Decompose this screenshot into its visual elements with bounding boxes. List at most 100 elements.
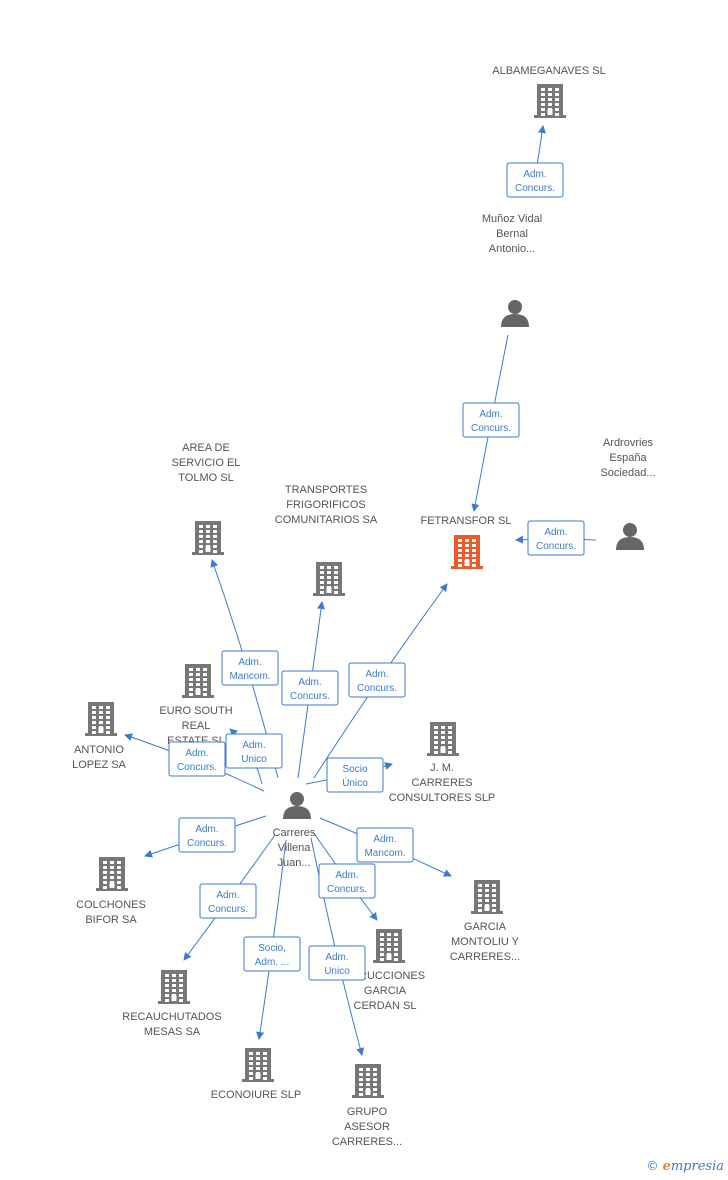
brand-initial: e	[662, 1159, 671, 1174]
edge-label-text: Unico	[324, 966, 350, 977]
edge-label-munoz-albameganaves[interactable]: Adm.Concurs.	[506, 162, 564, 198]
node-fetransfor[interactable]: FETRANSFOR SL	[420, 515, 512, 569]
node-label: FETRANSFOR SL	[420, 515, 511, 527]
person-icon	[616, 523, 644, 550]
edge-label-munoz-fetransfor[interactable]: Adm. Concurs.	[462, 402, 520, 438]
edge-label-carreres-colchones[interactable]: Adm.Concurs.	[178, 817, 236, 853]
edge-label-text: Único	[342, 776, 368, 789]
node-econoiure[interactable]: ECONOIURE SLP	[211, 1048, 301, 1101]
node-albameganaves[interactable]: ALBAMEGANAVES SL	[492, 65, 606, 118]
edge-label-carreres-recauchutados[interactable]: Adm. Concurs.	[199, 883, 257, 919]
nodes-layer: ALBAMEGANAVES SL Muñoz VidalBernalAntonio…	[72, 65, 655, 1148]
node-label: CARRERES	[411, 777, 472, 789]
node-label: Ardrovries	[603, 437, 654, 449]
edge-label-box	[225, 733, 283, 769]
edge-label-carreres-garcia[interactable]: Adm. Mancom.	[356, 827, 414, 863]
edge-label-box	[506, 162, 564, 198]
edge-label-text: Concurs.	[208, 904, 248, 915]
node-label: GRUPO	[347, 1106, 388, 1118]
node-munoz[interactable]: Muñoz VidalBernalAntonio...	[482, 213, 542, 327]
edge-label-box	[356, 827, 414, 863]
building-icon	[471, 880, 503, 914]
edge-label-text: Adm.	[325, 952, 348, 963]
node-label: COLCHONES	[76, 899, 146, 911]
node-ardrovries[interactable]: ArdrovriesEspañaSociedad...	[600, 437, 656, 550]
node-label: Sociedad...	[600, 467, 655, 479]
edge-label-box	[178, 817, 236, 853]
edge-label-carreres-area[interactable]: Adm. Mancom.	[221, 650, 279, 686]
edge-label-text: Socio,	[258, 943, 286, 954]
node-label: EURO SOUTH	[159, 705, 232, 717]
building-icon	[182, 664, 214, 698]
node-label: REAL	[182, 720, 211, 732]
person-icon	[501, 300, 529, 327]
edge-label-box	[462, 402, 520, 438]
edge-label-text: Adm.	[238, 657, 261, 668]
edge-label-text: Adm.	[195, 824, 218, 835]
node-label: Villena	[278, 842, 312, 854]
edge-label-text: Adm.	[335, 870, 358, 881]
edge-label-text: Adm.	[373, 834, 396, 845]
node-carreres[interactable]: CarreresVillenaJuan...	[273, 792, 316, 869]
edge-label-text: Adm.	[523, 169, 546, 180]
node-label: CONSULTORES SLP	[389, 792, 496, 804]
node-label: MESAS SA	[144, 1026, 201, 1038]
building-icon	[427, 722, 459, 756]
edge-label-text: Adm.	[242, 740, 265, 751]
edge-label-text: Concurs.	[536, 541, 576, 552]
edge-label-carreres-econoiure[interactable]: Socio,Adm. ...	[243, 936, 301, 972]
node-grupo[interactable]: GRUPO ASESOR CARRERES...	[332, 1064, 402, 1148]
node-label: AREA DE	[182, 442, 230, 454]
node-label: RECAUCHUTADOS	[122, 1011, 221, 1023]
edge-label-text: Adm.	[216, 890, 239, 901]
edge-label-text: Mancom.	[229, 671, 270, 682]
node-label: ASESOR	[344, 1121, 390, 1133]
building-icon	[85, 702, 117, 736]
edge-label-carreres-eurosouth[interactable]: Adm. Unico	[225, 733, 283, 769]
node-label: GARCIA	[464, 921, 507, 933]
edge-label-text: Adm.	[479, 409, 502, 420]
edge-labels: Adm. Concurs. Adm. Concurs. Adm. Concurs. Adm.…	[168, 162, 585, 981]
building-icon	[451, 535, 483, 569]
node-label: Antonio...	[489, 243, 535, 255]
edge-label-box	[326, 757, 384, 793]
edge-label-text: Mancom.	[364, 848, 405, 859]
building-icon	[242, 1048, 274, 1082]
edge-label-text: Concurs.	[177, 762, 217, 773]
edge-label-text: Concurs.	[327, 884, 367, 895]
building-icon	[158, 970, 190, 1004]
edge-label-text: Concurs.	[357, 683, 397, 694]
node-label: TOLMO SL	[178, 472, 233, 484]
edge-label-carreres-antonio[interactable]: Adm. Concurs.	[168, 741, 226, 777]
node-recauchutados[interactable]: RECAUCHUTADOS MESAS SA	[122, 970, 222, 1038]
building-icon	[96, 857, 128, 891]
edge-label-carreres-grupo[interactable]: Adm. Unico	[308, 945, 366, 981]
edge-label-text: Unico	[241, 754, 267, 765]
building-icon	[534, 84, 566, 118]
building-icon	[373, 929, 405, 963]
node-label: GARCIA	[364, 985, 407, 997]
edge-label-text: Socio	[342, 764, 367, 775]
edge-label-box	[318, 863, 376, 899]
edge-label-carreres-transportes[interactable]: Adm. Concurs.	[281, 670, 339, 706]
node-label: CARRERES...	[332, 1136, 402, 1148]
edge-label-text: Concurs.	[290, 691, 330, 702]
edge-label-carreres-construcciones[interactable]: Adm. Concurs.	[318, 863, 376, 899]
building-icon	[192, 521, 224, 555]
node-label: España	[609, 452, 647, 464]
edge-label-text: Adm.	[185, 748, 208, 759]
edge-label-carreres-fetransfor[interactable]: Adm.Concurs.	[348, 662, 406, 698]
edge-label-ardrovries-fetransfor[interactable]: Adm.Concurs.	[527, 520, 585, 556]
edge-label-text: Concurs.	[471, 423, 511, 434]
edge-label-text: Adm.	[298, 677, 321, 688]
